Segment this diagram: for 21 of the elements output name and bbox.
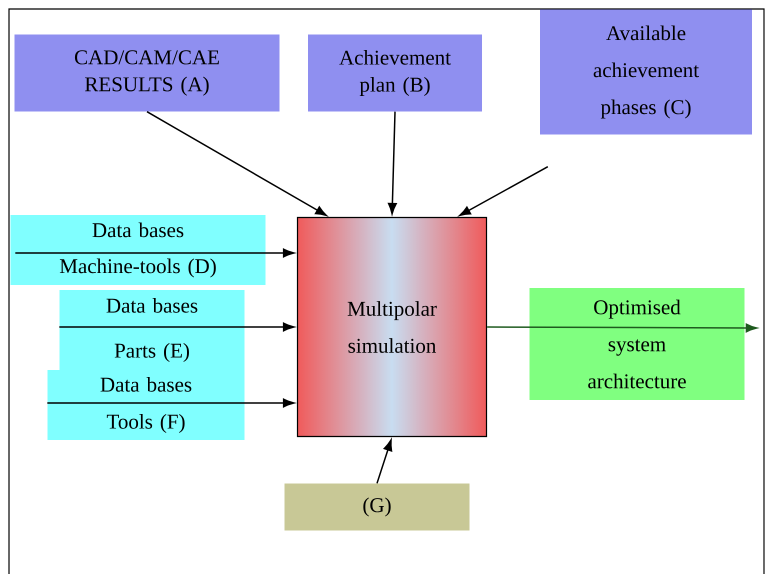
node-label: Data bases [100,376,192,392]
node-label: Parts (E) [114,342,189,362]
input-box: Achievement plan (B) [308,34,482,112]
arrow [15,248,294,258]
input-box: CAD/CAM/CAE RESULTS (A) [14,34,280,112]
simulation-box: Multipolar simulation [296,216,488,438]
arrow [487,323,758,332]
arrow [459,166,548,216]
arrow [376,439,392,484]
arrow [47,398,294,408]
input-box: Available achievement phases (C) [540,10,752,134]
node-label: Tools (F) [106,414,185,434]
arrow [146,111,327,216]
database-box: Data bases Tools (F) [48,370,244,440]
control-box: (G) [284,484,470,530]
arrow [388,112,397,214]
node-label: Data bases [106,298,198,313]
arrow [59,322,294,332]
output-box: Optimised system architecture [530,288,744,400]
database-box: Data bases Parts (E) [60,290,244,370]
database-box: Data bases Machine-tools (D) [10,215,266,285]
